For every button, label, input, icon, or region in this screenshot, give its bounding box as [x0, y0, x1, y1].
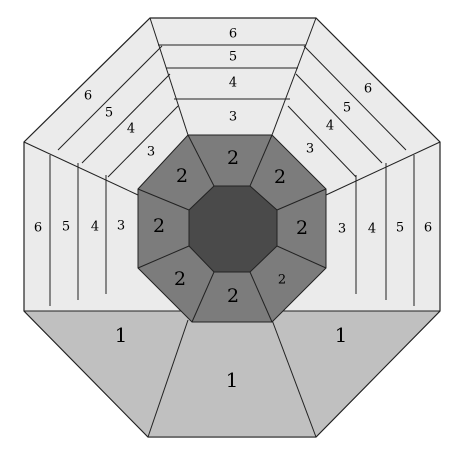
- label-region1-center: 1: [226, 368, 239, 392]
- label-right-6: 6: [424, 221, 432, 236]
- region-1-bottom: [24, 311, 440, 437]
- label-upper-left-6: 6: [84, 89, 92, 104]
- label-right-4: 4: [368, 222, 376, 237]
- label-ring2-upper-right: 2: [274, 166, 286, 188]
- label-ring2-bottom: 2: [227, 285, 239, 307]
- label-left-5: 5: [62, 220, 70, 235]
- label-region1-right: 1: [335, 323, 348, 347]
- label-left-4: 4: [91, 220, 99, 235]
- core-octagon: [188, 185, 278, 273]
- label-top-6: 6: [229, 27, 237, 42]
- label-top-5: 5: [229, 50, 237, 65]
- label-upper-left-3: 3: [147, 145, 155, 160]
- label-left-3: 3: [117, 219, 125, 234]
- label-right-3: 3: [338, 222, 346, 237]
- label-right-5: 5: [396, 221, 404, 236]
- label-ring2-left: 2: [153, 215, 165, 237]
- label-left-6: 6: [34, 221, 42, 236]
- label-region1-left: 1: [115, 323, 128, 347]
- label-ring2-lower-left: 2: [174, 268, 186, 290]
- label-upper-right-6: 6: [364, 82, 372, 97]
- label-upper-left-5: 5: [105, 106, 113, 121]
- label-ring2-lower-right: 2: [278, 273, 286, 288]
- label-ring2-top: 2: [227, 147, 239, 169]
- label-upper-left-4: 4: [127, 122, 135, 137]
- label-top-4: 4: [229, 76, 237, 91]
- label-upper-right-3: 3: [306, 142, 314, 157]
- label-ring2-upper-left: 2: [176, 165, 188, 187]
- label-upper-right-4: 4: [326, 119, 334, 134]
- label-upper-right-5: 5: [343, 101, 351, 116]
- label-top-3: 3: [229, 110, 237, 125]
- label-ring2-right: 2: [296, 217, 308, 239]
